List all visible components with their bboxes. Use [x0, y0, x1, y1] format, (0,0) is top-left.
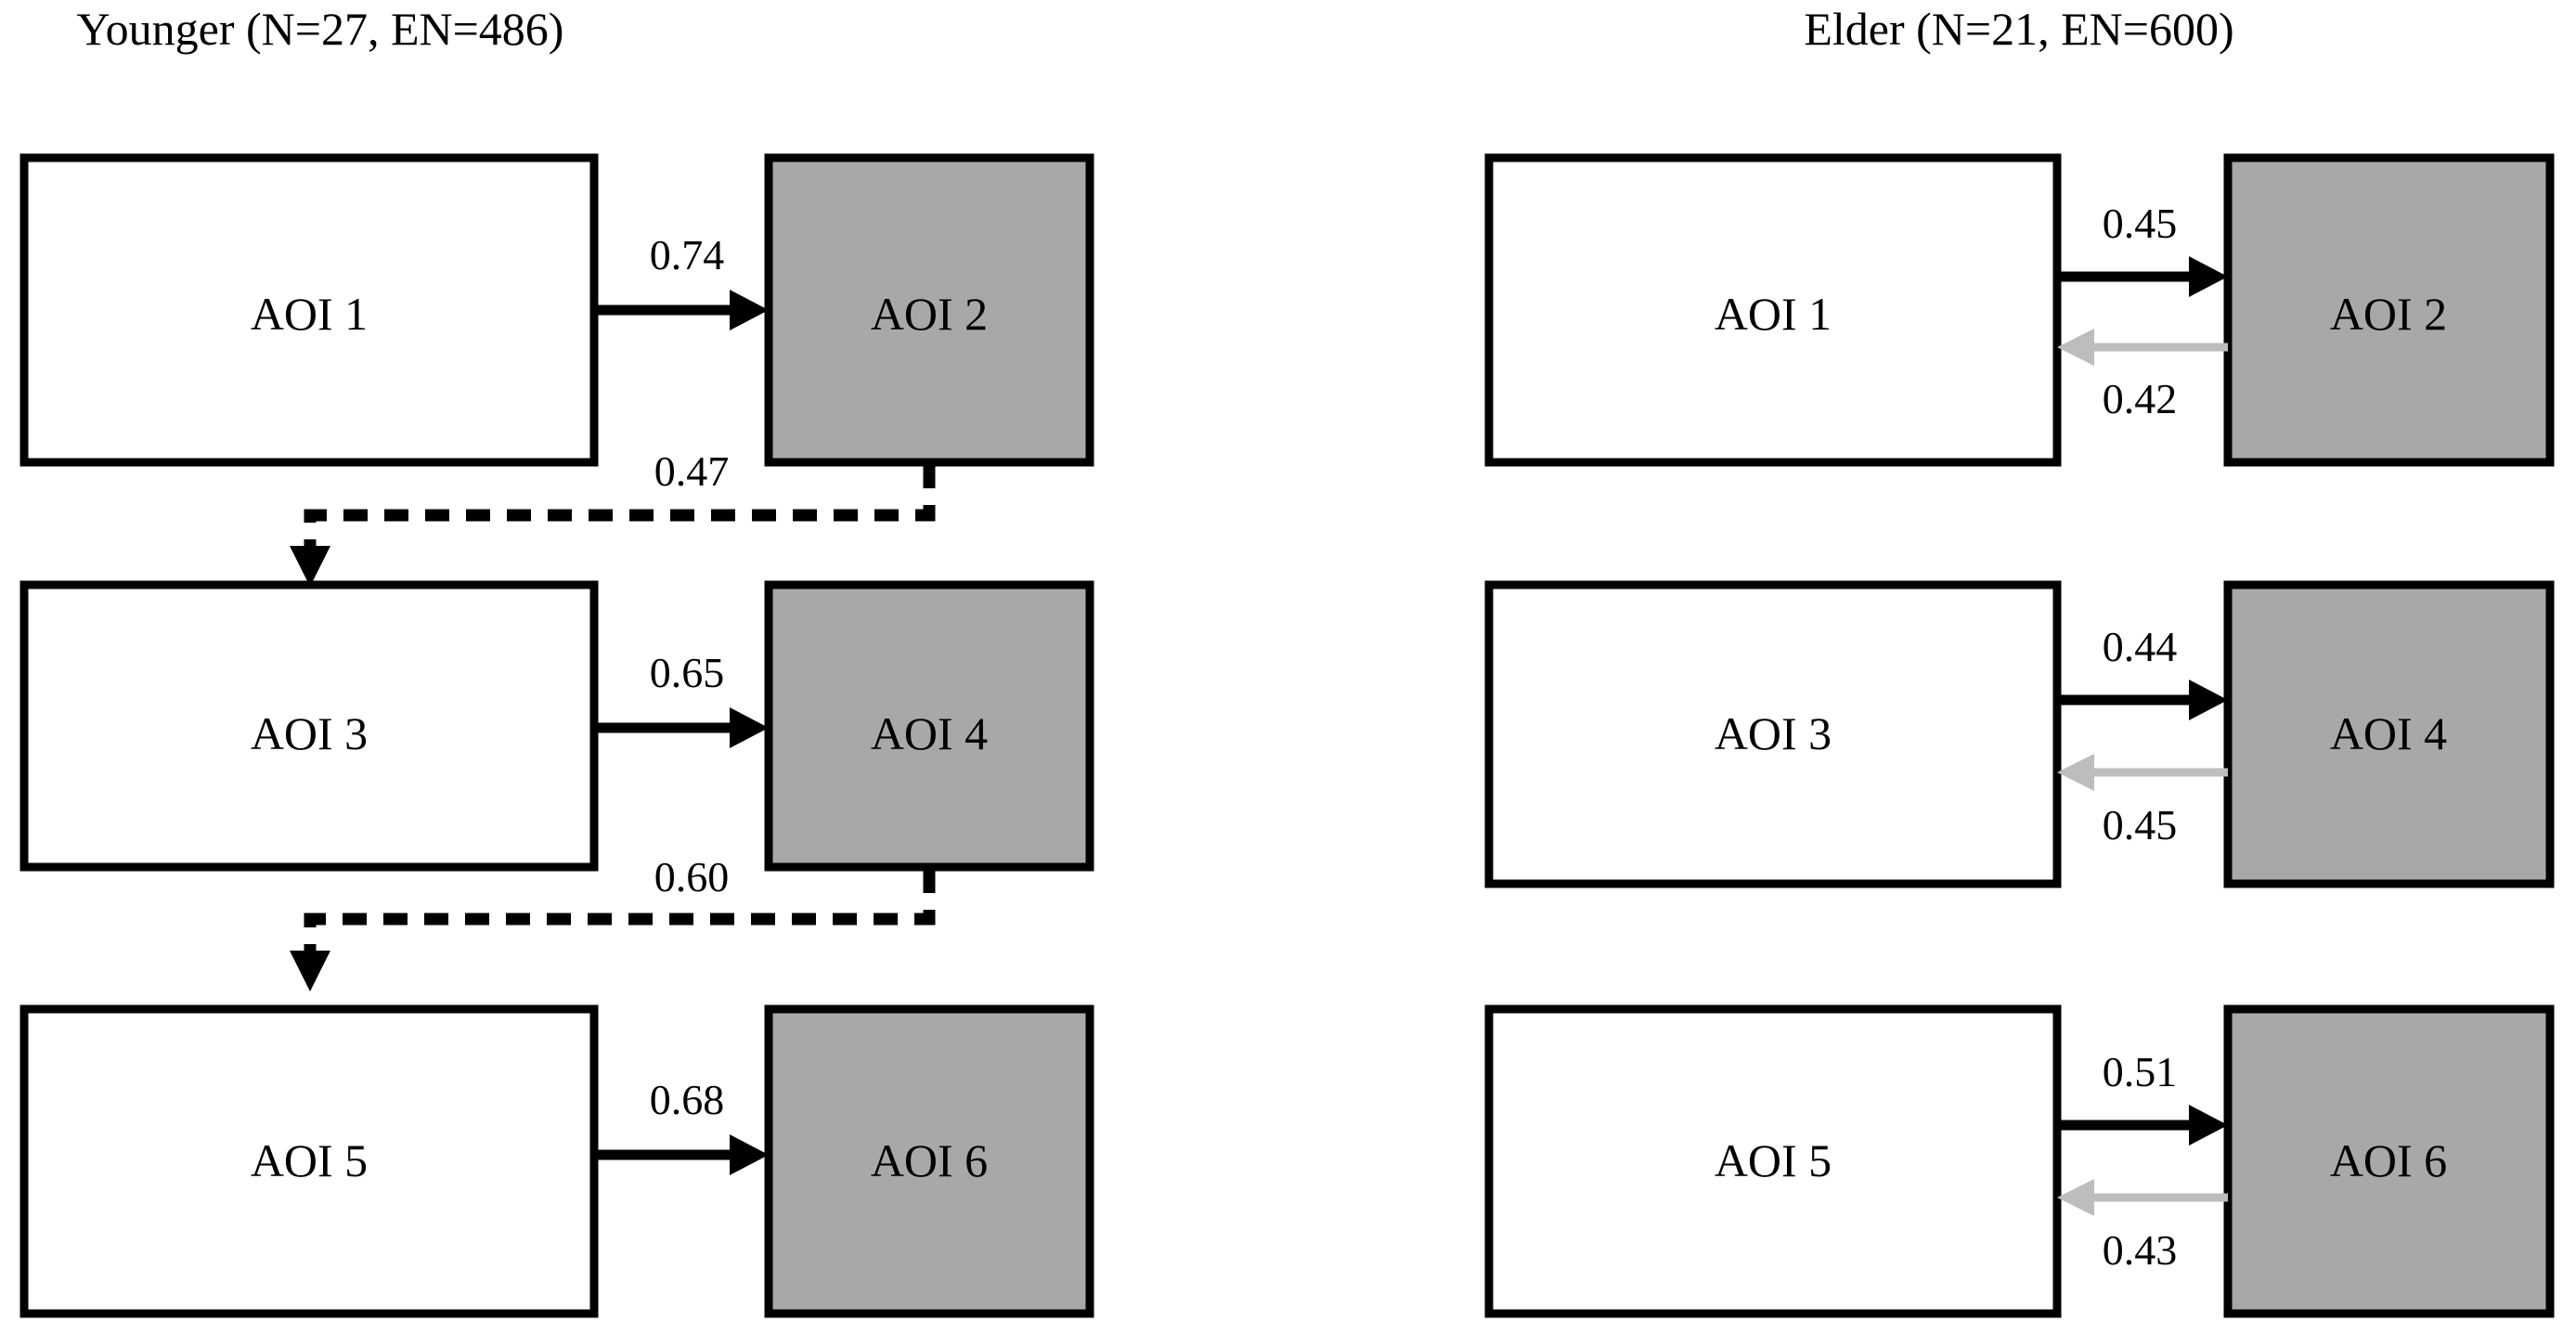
edge-label: 0.51 — [2103, 1048, 2178, 1095]
arrowhead-icon — [2189, 256, 2228, 297]
node-box[interactable] — [764, 153, 1094, 467]
arrowhead-icon — [290, 546, 330, 587]
node-box[interactable] — [2223, 580, 2555, 888]
edge-elder-aoi1-aoi2: 0.45 — [2057, 200, 2228, 297]
node-younger-aoi1[interactable]: AOI 1 — [19, 153, 599, 467]
edge-path — [304, 869, 936, 960]
edge-younger-aoi3-aoi4: 0.65 — [594, 649, 769, 748]
node-box[interactable] — [764, 580, 1094, 872]
edge-younger-aoi2-aoi3-dashed: 0.47 — [290, 447, 936, 587]
node-label: AOI 3 — [1715, 707, 1832, 759]
arrowhead-icon — [2189, 680, 2228, 720]
edge-elder-aoi4-aoi3: 0.45 — [2057, 754, 2228, 848]
edge-label: 0.42 — [2103, 375, 2178, 422]
arrowhead-icon — [2057, 754, 2094, 791]
node-elder-aoi4[interactable]: AOI 4 — [2223, 580, 2555, 888]
node-box[interactable] — [1484, 1004, 2062, 1318]
edge-label: 0.44 — [2103, 623, 2178, 670]
edge-younger-aoi4-aoi5-dashed: 0.60 — [290, 853, 936, 991]
node-label: AOI 4 — [2330, 707, 2447, 759]
edge-label: 0.43 — [2103, 1226, 2178, 1274]
node-label: AOI 5 — [1715, 1134, 1832, 1186]
node-elder-aoi1[interactable]: AOI 1 — [1484, 153, 2062, 467]
edge-younger-aoi5-aoi6: 0.68 — [594, 1076, 769, 1175]
edge-label: 0.74 — [650, 231, 725, 278]
node-box[interactable] — [19, 1004, 599, 1318]
panel-elder: Elder (N=21, EN=600) AOI 1 AOI 2 0.45 — [1484, 3, 2555, 1318]
panel-title-younger: Younger (N=27, EN=486) — [77, 3, 564, 55]
edge-elder-aoi3-aoi4: 0.44 — [2057, 623, 2228, 720]
arrowhead-icon — [2057, 1179, 2094, 1216]
node-younger-aoi2[interactable]: AOI 2 — [764, 153, 1094, 467]
node-label: AOI 3 — [251, 707, 368, 759]
node-younger-aoi6[interactable]: AOI 6 — [764, 1004, 1094, 1318]
node-label: AOI 4 — [871, 707, 988, 759]
edge-label: 0.65 — [650, 649, 725, 696]
node-elder-aoi2[interactable]: AOI 2 — [2223, 153, 2555, 467]
arrowhead-icon — [290, 951, 330, 991]
node-younger-aoi3[interactable]: AOI 3 — [19, 580, 599, 872]
panel-title-elder: Elder (N=21, EN=600) — [1804, 3, 2233, 55]
arrowhead-icon — [2189, 1105, 2228, 1146]
node-label: AOI 5 — [251, 1134, 368, 1186]
node-label: AOI 1 — [251, 288, 368, 340]
node-box[interactable] — [1484, 153, 2062, 467]
edge-label: 0.45 — [2103, 200, 2178, 247]
node-box[interactable] — [1484, 580, 2062, 888]
node-elder-aoi6[interactable]: AOI 6 — [2223, 1004, 2555, 1318]
node-label: AOI 6 — [871, 1134, 988, 1186]
node-box[interactable] — [2223, 153, 2555, 467]
node-label: AOI 1 — [1715, 288, 1832, 340]
edge-label: 0.47 — [654, 447, 730, 495]
node-box[interactable] — [19, 580, 599, 872]
edge-label: 0.68 — [650, 1076, 725, 1123]
node-box[interactable] — [2223, 1004, 2555, 1318]
edge-elder-aoi6-aoi5: 0.43 — [2057, 1179, 2228, 1274]
node-younger-aoi4[interactable]: AOI 4 — [764, 580, 1094, 872]
edge-elder-aoi2-aoi1: 0.42 — [2057, 329, 2228, 422]
edge-younger-aoi1-aoi2: 0.74 — [594, 231, 769, 330]
arrowhead-icon — [730, 707, 769, 748]
node-label: AOI 2 — [2330, 288, 2447, 340]
node-elder-aoi3[interactable]: AOI 3 — [1484, 580, 2062, 888]
edge-label: 0.60 — [654, 853, 730, 900]
arrowhead-icon — [2057, 329, 2094, 366]
node-label: AOI 6 — [2330, 1134, 2447, 1186]
node-younger-aoi5[interactable]: AOI 5 — [19, 1004, 599, 1318]
edge-label: 0.45 — [2103, 801, 2178, 848]
node-elder-aoi5[interactable]: AOI 5 — [1484, 1004, 2062, 1318]
edge-path — [304, 464, 936, 557]
panel-younger: Younger (N=27, EN=486) AOI 1 AOI 2 0.74 — [19, 3, 1094, 1318]
node-label: AOI 2 — [871, 288, 988, 340]
edge-elder-aoi5-aoi6: 0.51 — [2057, 1048, 2228, 1146]
node-box[interactable] — [764, 1004, 1094, 1318]
arrowhead-icon — [730, 1134, 769, 1175]
arrowhead-icon — [730, 290, 769, 330]
node-box[interactable] — [19, 153, 599, 467]
